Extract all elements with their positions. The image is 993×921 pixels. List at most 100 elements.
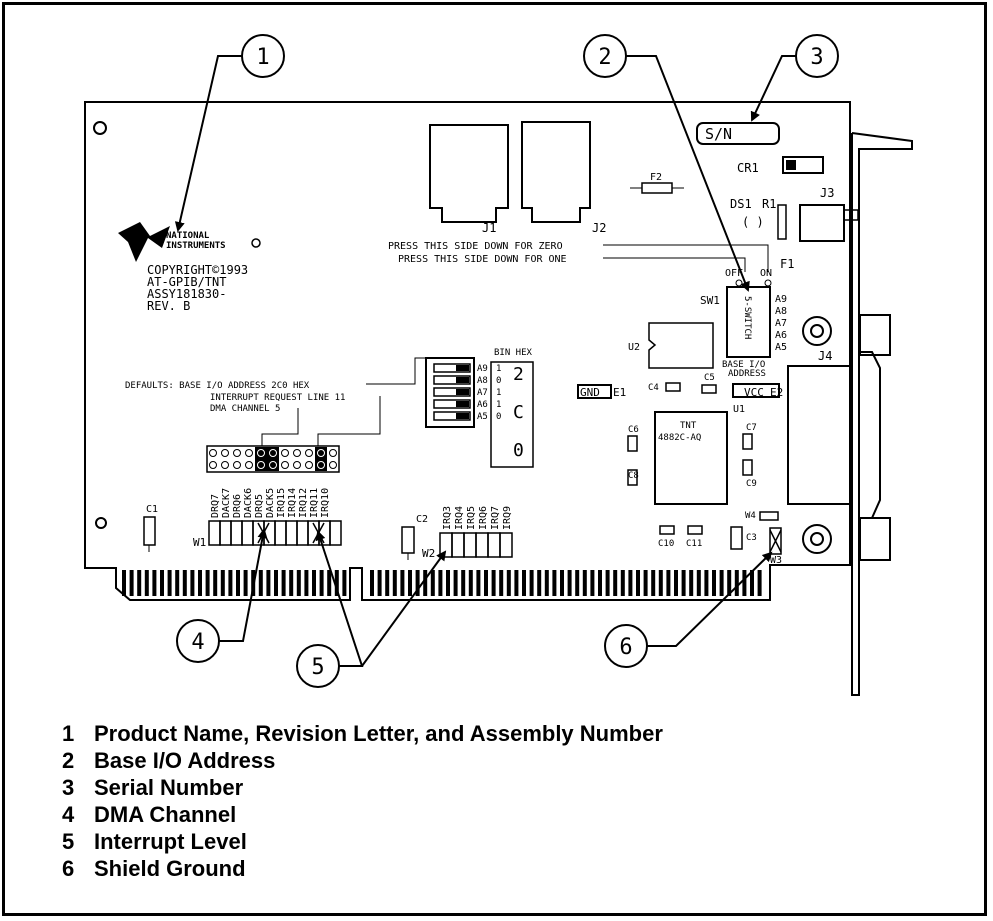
dip-slot — [433, 387, 471, 397]
sw1-switch-text: 5-SWITCH — [742, 296, 752, 339]
w1-pin-label: IRQ14 — [287, 488, 298, 518]
j1-label: J1 — [482, 221, 496, 235]
mounting-hole — [95, 517, 107, 529]
legend-item-1: 1 Product Name, Revision Letter, and Asse… — [62, 720, 663, 747]
dip-slot — [433, 375, 471, 385]
sw1-label: SW1 — [700, 294, 720, 307]
callout-5: 5 — [296, 530, 447, 688]
c3-label: C3 — [746, 533, 757, 543]
e2-label: E2 — [770, 386, 783, 399]
dip-bit-value: 0 — [496, 376, 501, 386]
defaults-line-2: INTERRUPT REQUEST LINE 11 — [210, 393, 345, 403]
press-zero-text: PRESS THIS SIDE DOWN FOR ZERO — [388, 241, 563, 252]
serial-number-label: S/N — [705, 125, 732, 143]
w1-pin-label: DRQ5 — [254, 494, 265, 518]
callout-2: 2 — [583, 34, 750, 292]
c6-label: C6 — [628, 425, 639, 435]
press-one-text: PRESS THIS SIDE DOWN FOR ONE — [398, 254, 567, 265]
f1-label: F1 — [780, 257, 794, 271]
dip-bit-label: A9 — [477, 364, 488, 374]
legend-number: 1 — [62, 721, 75, 746]
c9-label: C9 — [746, 479, 757, 489]
serial-number-box — [696, 122, 780, 145]
sw1-bit-label: A8 — [775, 306, 787, 317]
w2-label: W2 — [422, 547, 435, 560]
legend-number: 6 — [62, 856, 75, 881]
j3-label: J3 — [820, 186, 834, 200]
w1-pin-label: IRQ15 — [276, 488, 287, 518]
legend-text: DMA Channel — [94, 802, 237, 827]
callout-6: 6 — [604, 551, 773, 668]
edge-fingers-right — [370, 570, 762, 596]
chip-label-2: 4882C-AQ — [658, 433, 701, 443]
dip-bit-value: 0 — [496, 412, 501, 422]
dip-bit-label: A6 — [477, 400, 488, 410]
w1-pin-label: DRQ7 — [210, 494, 221, 518]
base-io-label-2: ADDRESS — [728, 369, 766, 379]
hex-digit-2: 2 — [513, 364, 524, 385]
legend-list: 1 Product Name, Revision Letter, and Asse… — [62, 720, 663, 882]
svg-text:2: 2 — [598, 45, 611, 70]
callout-4: 4 — [176, 528, 268, 663]
c11-label: C11 — [686, 539, 702, 549]
dip-bit-value: 1 — [496, 364, 501, 374]
j2-label: J2 — [592, 221, 606, 235]
ds1-symbol: ( ) — [742, 215, 764, 229]
off-label: OFF — [725, 268, 743, 279]
legend-item-4: 4 DMA Channel — [62, 801, 663, 828]
press-zero-line — [603, 244, 769, 272]
c8-label: C8 — [628, 471, 639, 481]
logo-national-instruments — [118, 222, 170, 262]
w1-pin-label: DRQ6 — [232, 494, 243, 518]
svg-text:5: 5 — [311, 655, 324, 680]
hex-digit-0: 0 — [513, 440, 524, 461]
dip-slot — [433, 399, 471, 409]
sw1-bit-label: A5 — [775, 342, 787, 353]
legend-number: 4 — [62, 802, 75, 827]
w2-pin-label: IRQ9 — [502, 506, 513, 530]
w1-pin-label: DACK7 — [221, 488, 232, 518]
legend-number: 2 — [62, 748, 75, 773]
svg-text:4: 4 — [191, 630, 204, 655]
gnd-label: GND — [580, 386, 600, 399]
w1-pin-label: DACK5 — [265, 488, 276, 518]
ds1-label: DS1 — [730, 197, 752, 211]
press-one-line — [603, 257, 746, 272]
fuse-f2 — [641, 182, 673, 194]
u2-label: U2 — [628, 342, 640, 353]
w1-pin-header — [206, 445, 340, 473]
callout-1: 1 — [174, 34, 285, 232]
dip-bit-label: A8 — [477, 376, 488, 386]
callout-3: 3 — [750, 34, 839, 122]
c1-label: C1 — [146, 504, 158, 515]
defaults-line-1: DEFAULTS: BASE I/O ADDRESS 2C0 HEX — [125, 381, 310, 391]
base-io-dip-switch — [425, 357, 475, 428]
mounting-hole — [93, 121, 107, 135]
j4-label: J4 — [818, 349, 832, 363]
dip-bit-value: 1 — [496, 400, 501, 410]
w2-pin-label: IRQ6 — [478, 506, 489, 530]
w1-pin-label: DACK6 — [243, 488, 254, 518]
w1-pin-label: IRQ10 — [320, 488, 331, 518]
w2-jumper-block — [439, 532, 513, 558]
edge-fingers-left — [122, 570, 347, 596]
w2-pin-label: IRQ4 — [454, 506, 465, 530]
legend-item-2: 2 Base I/O Address — [62, 747, 663, 774]
model-text: AT-GPIB/TNT — [147, 275, 226, 289]
w3-jumper — [769, 527, 782, 555]
board-outline — [84, 101, 851, 601]
c7-label: C7 — [746, 423, 757, 433]
cr1-label: CR1 — [737, 161, 759, 175]
revision-text: REV. B — [147, 299, 190, 313]
legend-text: Base I/O Address — [94, 748, 276, 773]
f2-label: F2 — [650, 172, 662, 183]
legend-number: 3 — [62, 775, 75, 800]
sw1-bit-label: A7 — [775, 318, 787, 329]
vcc-label: VCC — [744, 386, 764, 399]
u2-chip — [648, 322, 714, 369]
legend-text: Product Name, Revision Letter, and Assem… — [94, 721, 663, 746]
